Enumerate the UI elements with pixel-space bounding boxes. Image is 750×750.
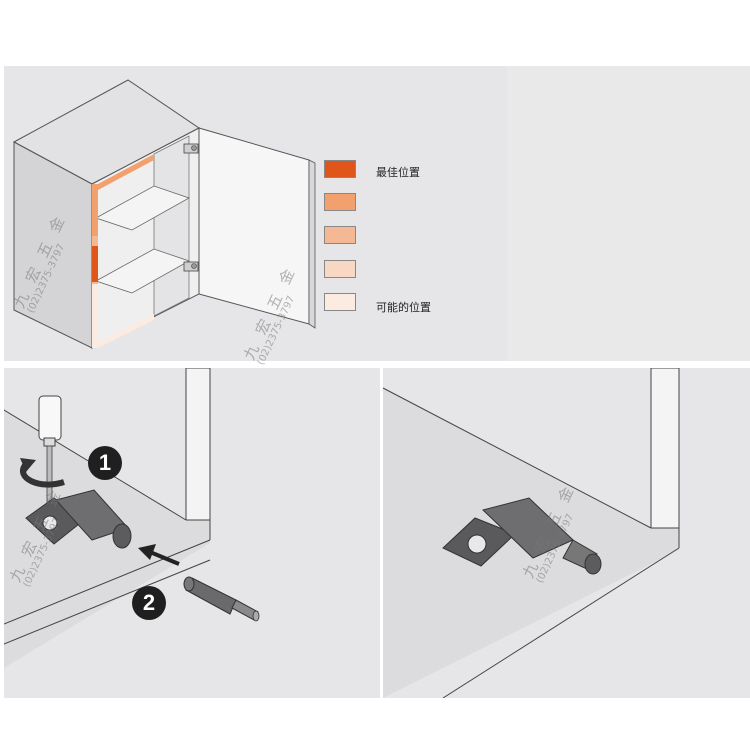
- mounted-damper: [25, 489, 132, 549]
- legend-label-best: 最佳位置: [376, 166, 420, 179]
- legend-swatch-1: [324, 160, 356, 178]
- damper-cylinder: [183, 576, 260, 622]
- door-edge: [308, 159, 316, 329]
- zone-upper-left: [92, 184, 98, 236]
- installed-damper: [442, 497, 602, 575]
- installed-illustration: [383, 368, 680, 698]
- zone-top-edge: [98, 154, 154, 190]
- installed-result-panel: 九 宏 五 金 (02)2375-3797: [383, 368, 750, 698]
- installation-illustration: [4, 368, 260, 668]
- step-1-badge: 1: [88, 446, 122, 480]
- legend-swatch-2: [324, 193, 356, 211]
- hinge-upper: [183, 143, 199, 154]
- legend-swatch-3: [324, 226, 356, 244]
- side-panel-front: [650, 368, 680, 529]
- blank-panel: [507, 66, 750, 361]
- installation-steps-panel: 1 2 九 宏 五 金 (02)2375-3797: [4, 368, 380, 698]
- push-arrow: [138, 544, 180, 566]
- legend-label-possible: 可能的位置: [376, 301, 431, 314]
- cabinet-inner-wall: [153, 135, 190, 317]
- hinge-lower: [183, 261, 199, 272]
- side-panel-front: [185, 368, 211, 521]
- legend-swatch-4: [324, 260, 356, 278]
- shelf-middle: [95, 248, 190, 294]
- zone-best-left: [92, 246, 98, 282]
- zone-lower-left: [92, 284, 98, 348]
- cabinet-diagram-panel: 最佳位置 可能的位置 九 宏 五 金 (02)2375-3797 九 宏 五 金…: [4, 66, 507, 367]
- shelf-upper: [95, 185, 190, 231]
- step-2-badge: 2: [132, 586, 166, 620]
- rotation-arrow: [20, 462, 65, 488]
- legend-swatch-5: [324, 293, 356, 311]
- cabinet-illustration: [12, 79, 316, 349]
- zone-bottom-edge: [98, 314, 154, 348]
